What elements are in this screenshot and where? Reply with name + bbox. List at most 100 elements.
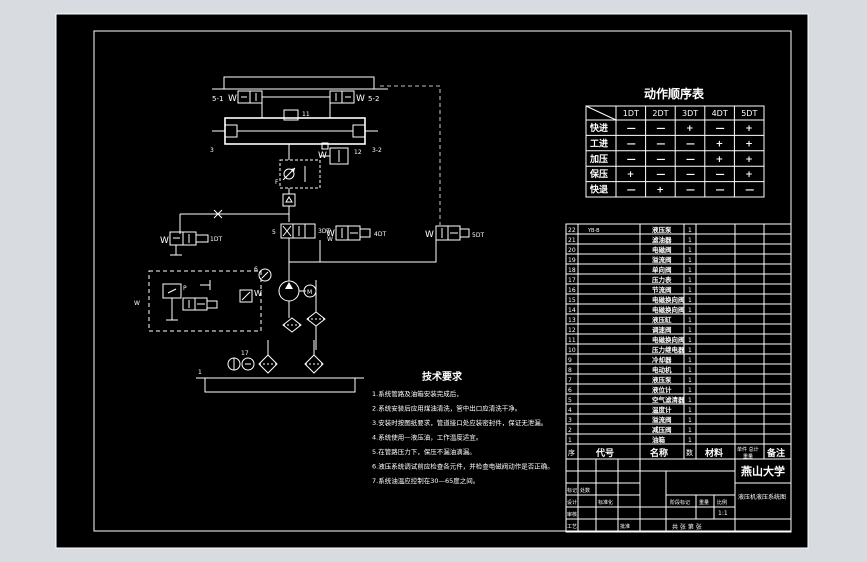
parts-name: 冷却器 bbox=[652, 355, 672, 364]
svg-text:5DT: 5DT bbox=[472, 232, 484, 239]
svg-text:W: W bbox=[327, 236, 333, 243]
parts-no: 17 bbox=[568, 277, 576, 284]
svg-text:W: W bbox=[160, 236, 169, 246]
stage-label-2: 比例 bbox=[717, 499, 727, 506]
parts-no: 5 bbox=[568, 397, 572, 404]
sequence-cell: — bbox=[627, 186, 636, 196]
sequence-cell: — bbox=[656, 170, 665, 180]
tech-requirement-3: 4.系统使用—液压油，工作温度适宜。 bbox=[372, 433, 482, 442]
stage-label-0: 阶段标记 bbox=[670, 499, 690, 506]
sequence-cell: — bbox=[656, 155, 665, 165]
hydraulic-schematic: 5-1 W W 5-2 1 bbox=[134, 76, 484, 393]
svg-text:6: 6 bbox=[254, 266, 258, 273]
parts-no: 19 bbox=[568, 257, 576, 264]
sequence-cell: + bbox=[716, 155, 724, 165]
parts-no: 3 bbox=[568, 417, 572, 424]
parts-name: 电动机 bbox=[652, 365, 672, 374]
sequence-header-1: 2DT bbox=[652, 109, 668, 118]
svg-text:11: 11 bbox=[302, 111, 310, 118]
svg-text:P: P bbox=[183, 285, 187, 292]
parts-name: 电磁阀 bbox=[652, 245, 672, 254]
pilot-line-right bbox=[380, 85, 441, 225]
svg-text:12: 12 bbox=[354, 149, 362, 156]
sequence-cell: + bbox=[686, 124, 694, 134]
parts-name: 溢流阀 bbox=[652, 255, 672, 264]
sequence-cell: — bbox=[686, 170, 695, 180]
svg-text:W: W bbox=[254, 289, 262, 298]
parts-no: 6 bbox=[568, 387, 572, 394]
parts-qty: 1 bbox=[688, 387, 692, 394]
parts-name: 溢流阀 bbox=[652, 415, 672, 424]
parts-no: 16 bbox=[568, 287, 576, 294]
parts-name: 节流阀 bbox=[652, 285, 672, 294]
level-gauge bbox=[241, 357, 255, 371]
mid-label-2: 批准 bbox=[620, 523, 630, 530]
sequence-cell: — bbox=[627, 139, 636, 149]
sequence-cell: + bbox=[656, 186, 664, 196]
sequence-header-2: 3DT bbox=[682, 109, 698, 118]
tech-requirement-0: 1.系统管路及油箱安装完成后， bbox=[372, 389, 463, 398]
parts-name: 温度计 bbox=[652, 405, 672, 414]
parts-no: 13 bbox=[568, 317, 576, 324]
sequence-header-4: 5DT bbox=[741, 109, 757, 118]
pressure-relay-valve: W 12 bbox=[318, 142, 362, 165]
parts-qty: 1 bbox=[688, 337, 692, 344]
svg-text:5: 5 bbox=[272, 229, 276, 236]
sequence-cell: — bbox=[716, 186, 725, 196]
relief-valve-group bbox=[148, 270, 262, 332]
sequence-cell: — bbox=[686, 139, 695, 149]
sequence-cell: + bbox=[716, 139, 724, 149]
sequence-header-0: 1DT bbox=[623, 109, 639, 118]
sequence-cell: — bbox=[716, 170, 725, 180]
svg-text:3: 3 bbox=[210, 147, 214, 154]
svg-text:1DT: 1DT bbox=[210, 236, 222, 243]
parts-name: 电磁换向阀 bbox=[652, 295, 685, 304]
sequence-cell: + bbox=[745, 124, 753, 134]
col-qty-header: 数 bbox=[686, 448, 693, 457]
solenoid-valve-left: W 1DT bbox=[160, 231, 222, 256]
svg-text:1: 1 bbox=[198, 369, 202, 376]
parts-no: 22 bbox=[568, 227, 576, 234]
parts-qty: 1 bbox=[688, 317, 692, 324]
svg-text:W: W bbox=[356, 94, 365, 104]
col-name-header: 名称 bbox=[650, 447, 668, 459]
svg-text:M: M bbox=[307, 289, 312, 296]
row-label-3: 工艺 bbox=[567, 524, 577, 530]
sequence-row-label-0: 快进 bbox=[590, 122, 608, 134]
parts-no: 1 bbox=[568, 437, 572, 444]
parts-name: 液压缸 bbox=[652, 315, 672, 324]
sequence-cell: — bbox=[627, 155, 636, 165]
parts-qty: 1 bbox=[688, 397, 692, 404]
parts-no: 7 bbox=[568, 377, 572, 384]
parts-qty: 1 bbox=[688, 417, 692, 424]
parts-name: 减压阀 bbox=[652, 425, 672, 434]
parts-name: 调速阀 bbox=[652, 325, 672, 334]
parts-no: 4 bbox=[568, 407, 572, 414]
parts-qty: 1 bbox=[688, 347, 692, 354]
parts-no: 12 bbox=[568, 327, 576, 334]
parts-name: 液压泵 bbox=[652, 375, 672, 384]
parts-name: 油箱 bbox=[652, 435, 666, 444]
scale-value: 1:1 bbox=[718, 510, 728, 517]
sequence-cell: — bbox=[686, 186, 695, 196]
svg-text:F: F bbox=[275, 179, 279, 186]
parts-no: 18 bbox=[568, 267, 576, 274]
svg-text:W: W bbox=[425, 230, 434, 240]
svg-text:5-1: 5-1 bbox=[212, 95, 223, 103]
sequence-cell: — bbox=[686, 155, 695, 165]
mid-label-1: 标准化 bbox=[598, 499, 613, 506]
parts-name: 电磁换向阀 bbox=[652, 335, 685, 344]
tech-requirement-1: 2.系统安装后应用煤油清洗，管中出口应清洗干净。 bbox=[372, 404, 521, 413]
row-label-1: 设计 bbox=[567, 499, 577, 506]
school-name: 燕山大学 bbox=[741, 464, 785, 478]
svg-text:W: W bbox=[134, 300, 140, 307]
sequence-row-label-2: 加压 bbox=[589, 153, 608, 165]
mid-label-0: 处数 bbox=[580, 487, 590, 494]
main-directional-valve: 5 3DT W bbox=[272, 223, 333, 243]
col-seq-header: 序 bbox=[568, 448, 575, 457]
parts-qty: 1 bbox=[688, 327, 692, 334]
row-label-0: 标记 bbox=[567, 487, 577, 494]
valve-upper-left: 5-1 W bbox=[212, 90, 263, 104]
solenoid-valve-right: W 5DT bbox=[425, 225, 484, 241]
